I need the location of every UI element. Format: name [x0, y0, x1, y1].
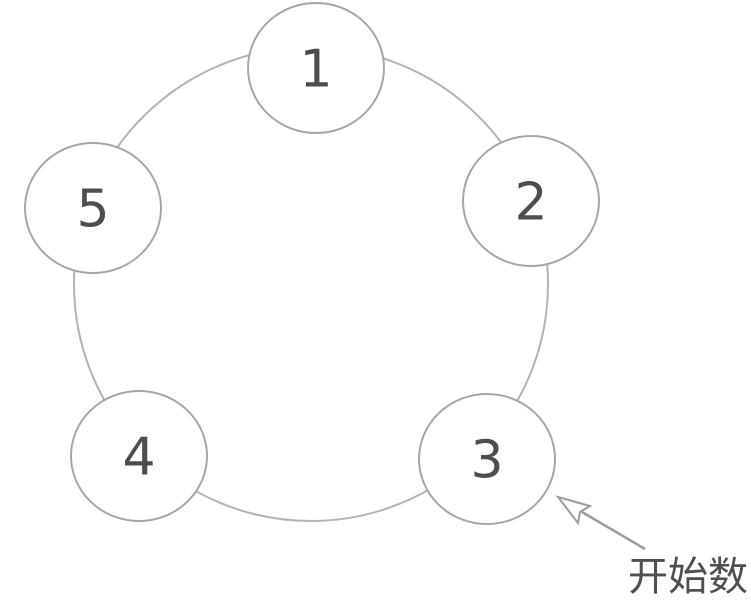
node-circle-1 — [247, 2, 385, 134]
node-label-5: 5 — [76, 180, 109, 240]
arrow-line — [581, 510, 646, 551]
node-label-4: 4 — [122, 428, 155, 488]
arrow-head-icon — [555, 495, 593, 526]
node-circle-2 — [462, 135, 600, 267]
node-circle-3 — [418, 393, 556, 525]
start-annotation: 开始数 — [555, 495, 748, 600]
node-2: 2 — [462, 135, 600, 267]
node-label-1: 1 — [299, 40, 332, 100]
node-circle-4 — [70, 390, 208, 522]
node-3: 3 — [418, 393, 556, 525]
node-label-2: 2 — [514, 173, 547, 233]
node-1: 1 — [247, 2, 385, 134]
node-label-3: 3 — [470, 431, 503, 491]
node-4: 4 — [70, 390, 208, 522]
node-5: 5 — [24, 142, 162, 274]
annotation-label: 开始数 — [628, 554, 748, 600]
node-circle-5 — [24, 142, 162, 274]
